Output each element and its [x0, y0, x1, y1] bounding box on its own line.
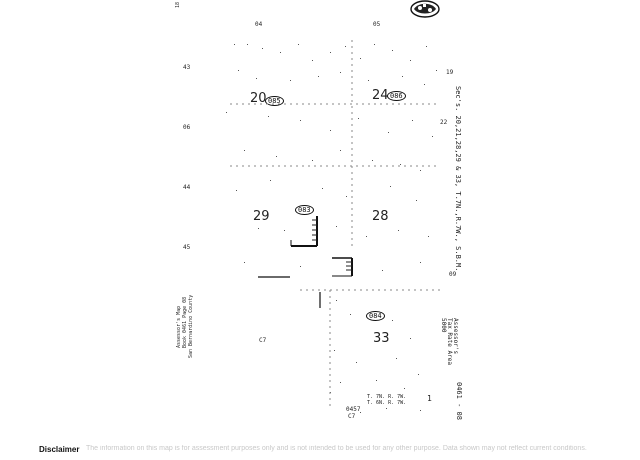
bottom-township-1: T. 7N. R. 7W. [367, 394, 407, 400]
bottom-code: 0457 [346, 406, 361, 413]
assessor-parcel-map[interactable]: 18 04 05 43 06 44 45 19 22 09 20 085 24 … [0, 0, 640, 440]
disclaimer-text: The information on this map is for asses… [86, 445, 587, 452]
bottom-one: 1 [427, 394, 432, 403]
grid-label-right-2: 22 [440, 119, 448, 126]
parcel-oval-083[interactable]: 083 [295, 205, 314, 215]
section-number-24: 24 [372, 88, 389, 103]
parcel-oval-084[interactable]: 084 [366, 311, 385, 321]
grid-label-right-3: 09 [449, 271, 457, 278]
county-seal-icon [410, 0, 440, 18]
grid-label-left-2: 44 [183, 184, 191, 191]
disclaimer-bar: Disclaimer The information on this map i… [0, 440, 640, 460]
section-number-29: 29 [253, 209, 270, 224]
map-linework [226, 40, 440, 413]
parcel-oval-086[interactable]: 086 [387, 91, 406, 101]
parcel-oval-085[interactable]: 085 [265, 96, 284, 106]
grid-label-top-1: 04 [255, 21, 263, 28]
section-number-20: 20 [250, 91, 267, 106]
grid-label-top-2: 05 [373, 21, 381, 28]
bottom-township-2: T. 6N. R. 7W. [367, 400, 407, 406]
section-number-28: 28 [372, 209, 389, 224]
c7-label: C7 [259, 337, 267, 344]
grid-label-left-3: 45 [183, 244, 191, 251]
grid-label-left-1: 43 [183, 64, 191, 71]
section-number-33: 33 [373, 331, 390, 346]
bottom-code-c7: C7 [348, 413, 356, 420]
grid-label-right-1: 19 [446, 69, 454, 76]
grid-label-left-06: 06 [183, 124, 191, 131]
disclaimer-label[interactable]: Disclaimer [39, 445, 80, 454]
